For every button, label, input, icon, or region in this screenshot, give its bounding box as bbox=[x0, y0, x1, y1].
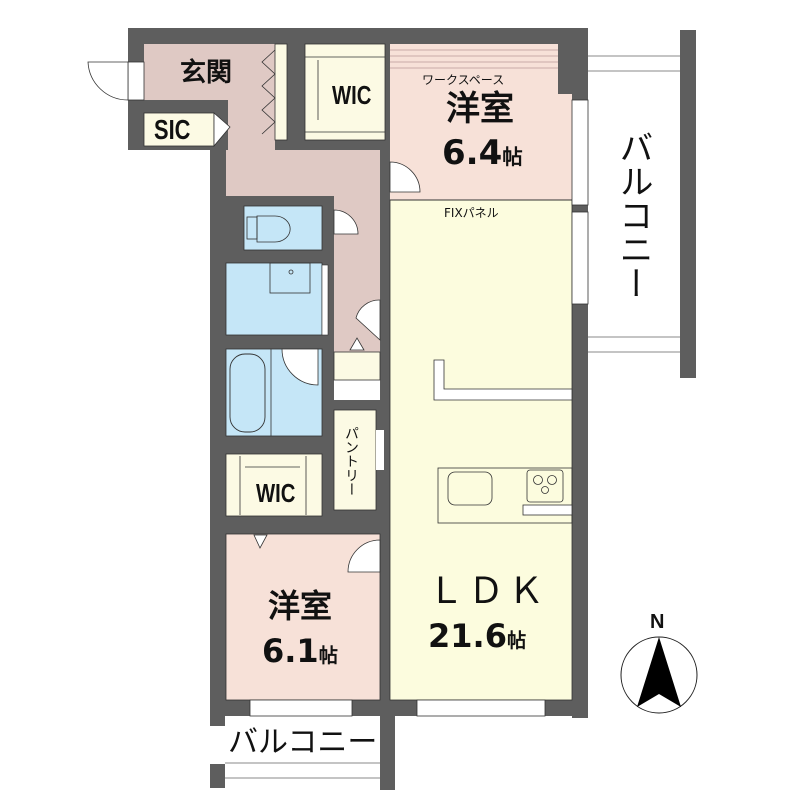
western-room-top-floor bbox=[390, 44, 572, 200]
workspace-label: ワークスペース bbox=[422, 73, 505, 87]
western-room-bottom-label: 洋室 bbox=[268, 587, 333, 625]
balcony-bottom-label: バルコニー bbox=[228, 725, 378, 760]
wic-top-label: WIC bbox=[332, 80, 372, 110]
western-room-top-size: 6.4帖 bbox=[442, 136, 523, 170]
size-value: 6.1 bbox=[262, 632, 319, 670]
western-room-top-label: 洋室 bbox=[446, 89, 514, 129]
balcony-bottom-area bbox=[210, 700, 395, 790]
size-value: 21.6 bbox=[428, 617, 507, 655]
pantry-room bbox=[333, 409, 377, 511]
balcony-right-parapet bbox=[680, 30, 696, 378]
balcony-right-label: バルコニー bbox=[613, 130, 653, 300]
entrance-label: 玄関 bbox=[180, 58, 233, 88]
size-unit: 帖 bbox=[506, 629, 527, 652]
pantry-label: パントリー bbox=[343, 426, 359, 496]
entrance-door bbox=[87, 61, 129, 101]
toilet-room bbox=[243, 205, 323, 251]
sic-room bbox=[143, 112, 215, 147]
ldk-floor bbox=[389, 199, 573, 701]
balcony-right-area bbox=[588, 30, 696, 380]
north-compass-icon bbox=[620, 636, 698, 714]
size-unit: 帖 bbox=[318, 644, 338, 667]
ldk-size: 21.6帖 bbox=[428, 620, 526, 652]
compass-north-label: N bbox=[650, 611, 665, 633]
wic-bottom-label: WIC bbox=[256, 478, 296, 508]
western-room-bottom-size: 6.1帖 bbox=[262, 635, 338, 667]
washroom bbox=[225, 262, 323, 336]
size-unit: 帖 bbox=[502, 145, 523, 169]
fix-panel-label: FIXパネル bbox=[444, 206, 499, 220]
sic-label: SIC bbox=[154, 114, 191, 145]
ldk-label: ＬＤＫ bbox=[428, 571, 549, 612]
size-value: 6.4 bbox=[442, 133, 503, 173]
